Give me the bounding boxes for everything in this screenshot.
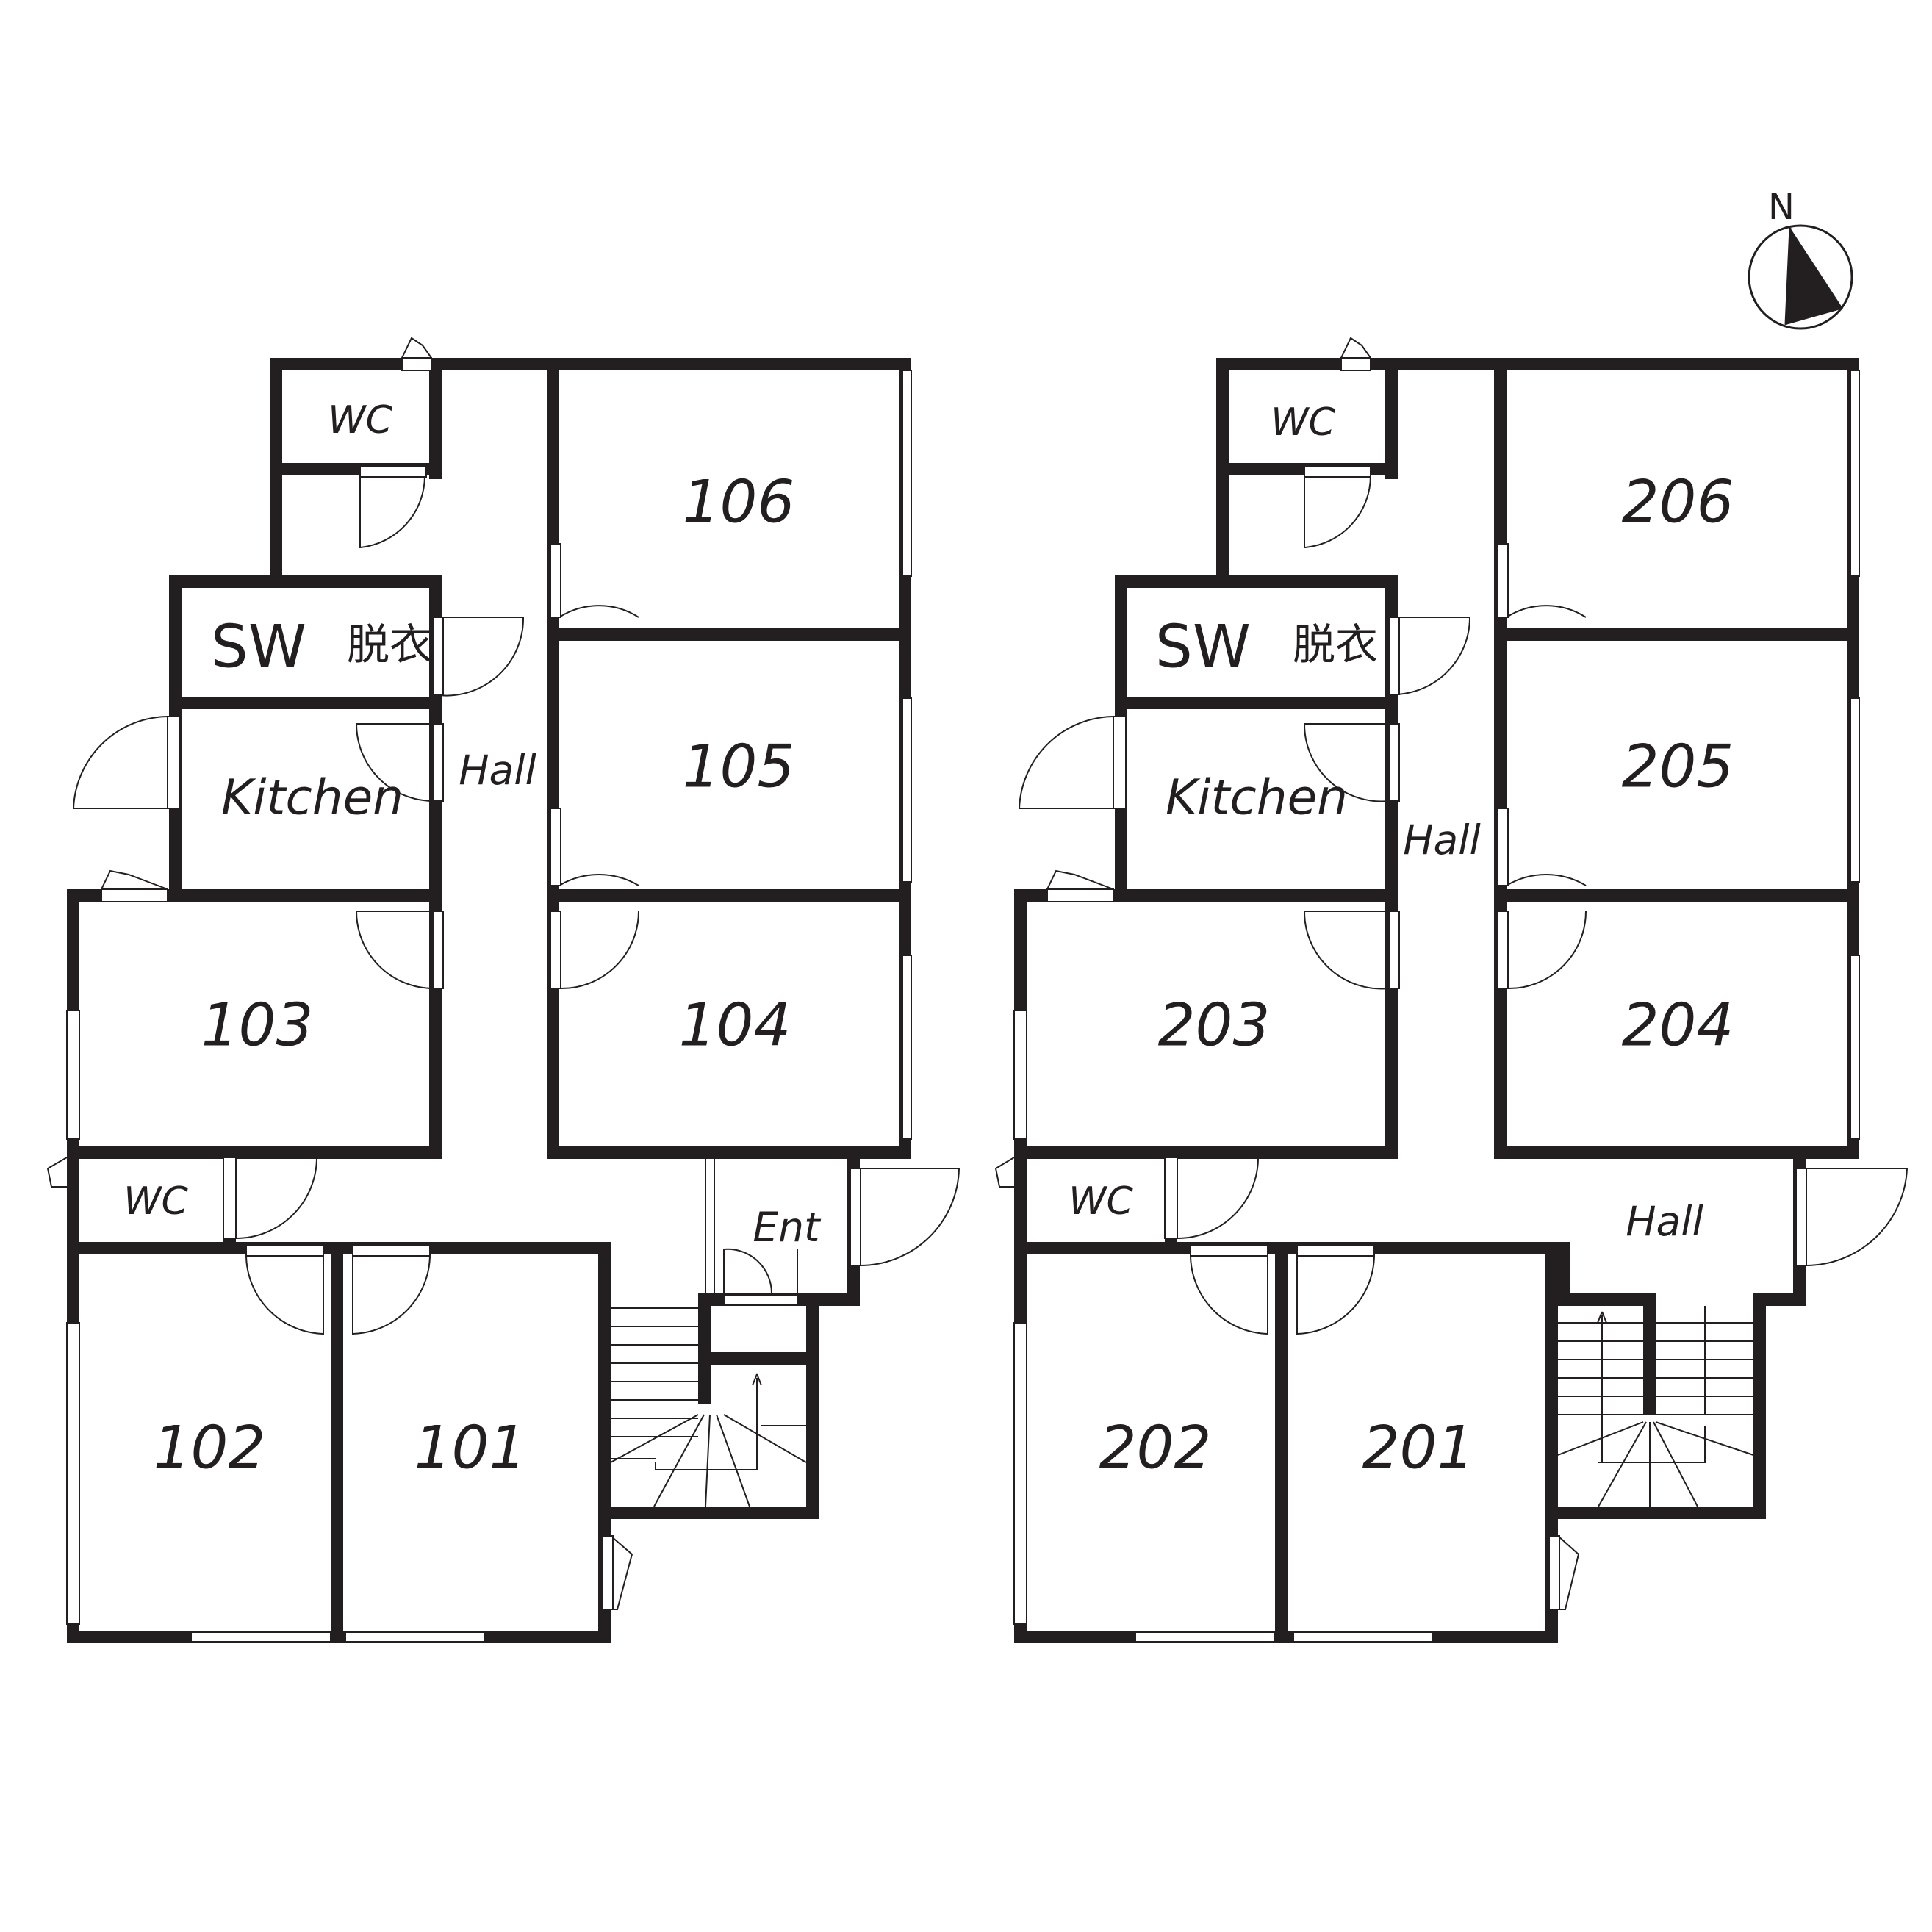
room-203-label: 203 xyxy=(1158,991,1271,1060)
sw-label-2f: SW xyxy=(1155,613,1251,681)
hall-label: Hall xyxy=(459,747,536,794)
floor-1-doors xyxy=(46,337,960,1610)
datsui-label-2f: 脱衣 xyxy=(1293,620,1378,669)
sw-label: SW xyxy=(211,613,306,681)
room-204-label: 204 xyxy=(1622,991,1734,1060)
hall-main-label-2f: Hall xyxy=(1403,816,1481,863)
floor-1-stairs xyxy=(610,1307,807,1507)
room-206-label: 206 xyxy=(1622,468,1734,536)
room-104-label: 104 xyxy=(679,991,791,1060)
entrance-label: Ent xyxy=(753,1204,822,1251)
room-103-label: 103 xyxy=(201,991,314,1060)
floor-1-windows xyxy=(66,357,912,1642)
floor-2-stairs xyxy=(1557,1306,1754,1507)
room-201-label: 201 xyxy=(1362,1414,1475,1482)
compass-circle xyxy=(1748,224,1853,330)
kitchen-label: Kitchen xyxy=(221,769,403,826)
kitchen-label-2f: Kitchen xyxy=(1166,769,1348,826)
datsui-label: 脱衣 xyxy=(347,620,432,669)
compass-needle-icon xyxy=(1786,228,1843,325)
floor-2-doors xyxy=(994,337,1908,1610)
compass-north-label: N xyxy=(1768,187,1795,228)
wc-top-label-2f: WC xyxy=(1271,401,1335,445)
hall-lower-label-2f: Hall xyxy=(1626,1198,1703,1245)
room-102-label: 102 xyxy=(154,1414,266,1482)
room-202-label: 202 xyxy=(1099,1414,1212,1482)
floor-2-labels: 206 205 204 203 202 201 WC WC SW 脱衣 Kitc… xyxy=(1069,401,1734,1482)
wc-top-label: WC xyxy=(328,398,392,442)
compass: N xyxy=(1748,187,1853,330)
room-106-label: 106 xyxy=(683,468,795,536)
floor-1-labels: 106 105 104 103 102 101 WC WC SW 脱衣 Kitc… xyxy=(123,398,822,1482)
room-101-label: 101 xyxy=(414,1414,527,1482)
wc-bottom-label-2f: WC xyxy=(1069,1179,1133,1224)
floor-2: 206 205 204 203 202 201 WC WC SW 脱衣 Kitc… xyxy=(994,337,1908,1643)
floor-1: 106 105 104 103 102 101 WC WC SW 脱衣 Kitc… xyxy=(46,337,960,1643)
room-105-label: 105 xyxy=(683,733,795,801)
room-205-label: 205 xyxy=(1622,733,1734,801)
floor-2-windows xyxy=(1013,357,1860,1642)
wc-bottom-label: WC xyxy=(123,1179,188,1224)
